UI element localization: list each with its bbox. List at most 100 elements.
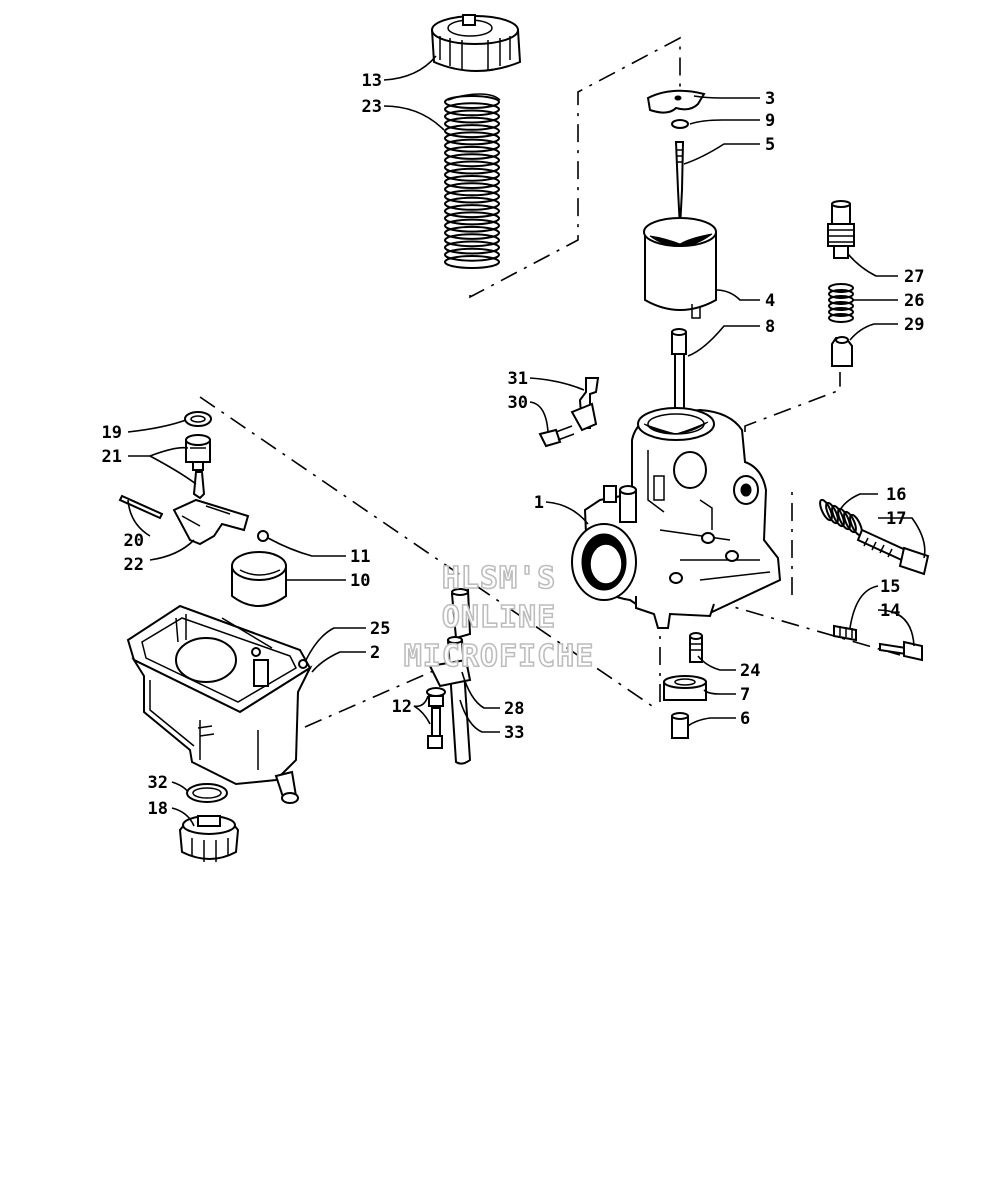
spring-coil [444,175,500,189]
gasket-ring-part [184,411,212,427]
spring-coil [444,196,500,211]
o-ring-part [186,783,228,803]
callout-9: 9 [765,111,775,131]
spring-coil [444,255,500,269]
callout-31: 31 [508,369,528,389]
spring-coil [444,182,500,197]
float-arm-part [172,498,250,546]
callout-25: 25 [370,619,390,639]
pilot-air-screw-part [879,640,923,662]
spring-coil [444,95,500,109]
spring-part [444,93,501,269]
spring-coil [444,124,500,139]
callout-17: 17 [886,509,906,529]
spring-coil [444,131,500,146]
callout-28: 28 [504,699,524,719]
float-pin-part [118,494,164,520]
spring-coil [444,218,500,233]
jet-needle-part [674,141,685,229]
pilot-screw-spring-part [833,624,857,642]
callout-14: 14 [880,601,900,621]
fitting-part [827,200,855,259]
callout-26: 26 [904,291,924,311]
callout-11: 11 [350,547,370,567]
callout-33: 33 [504,723,524,743]
spring-coil [828,313,854,323]
spring-coil [444,189,500,204]
callout-12: 12 [392,697,412,717]
screw-spring-part [819,498,863,537]
float-part [231,551,287,607]
callout-22: 22 [124,555,144,575]
e-clip-part [671,119,689,129]
callouts: 1 2 3 4 5 6 7 8 9 10 11 12 13 14 15 16 1… [102,71,925,819]
pilot-jet-part [689,632,703,663]
spring-coil [828,283,854,293]
callout-1: 1 [534,493,544,513]
spring-coil [444,167,500,182]
spring-coil [444,233,500,248]
callout-21: 21 [102,447,122,467]
callout-29: 29 [904,315,924,335]
watermark-line-2: ONLINE [442,600,556,635]
watermark: HLSM'S ONLINE MICROFICHE [403,560,595,675]
spring-coil [444,102,500,117]
callout-24: 24 [740,661,760,681]
spring-coil [444,225,500,240]
watermark-line-1: HLSM'S [442,561,556,596]
spring-coil [444,109,500,124]
spring-coil [444,138,500,153]
callout-27: 27 [904,267,924,287]
main-jet-part [671,712,689,739]
callout-20: 20 [124,531,144,551]
spring-coil [444,247,500,262]
hose-clamp-part [428,658,472,688]
callout-10: 10 [350,571,370,591]
spring-coil [828,307,854,317]
float-ball-part [257,530,269,542]
vent-hose-part [450,588,472,640]
needle-valve-part [185,434,211,500]
spring-coil [444,160,500,175]
spring-coil [444,211,500,226]
spring-coil [828,301,854,311]
needle-retainer-part [646,89,706,114]
callout-6: 6 [740,709,750,729]
callout-32: 32 [148,773,168,793]
spring-coil [444,204,500,219]
drain-plug-part [178,815,240,862]
callout-4: 4 [765,291,775,311]
throttle-stop-screw-part [856,528,930,576]
callout-30: 30 [508,393,528,413]
throttle-slide-part [643,217,717,319]
small-spring-part [828,283,854,323]
leader-lines [127,55,926,827]
callout-8: 8 [765,317,775,337]
carburetor-body-part [571,407,782,629]
spring-coil [444,153,500,168]
plunger-part [831,336,853,367]
callout-13: 13 [362,71,382,91]
callout-18: 18 [148,799,168,819]
cable-adjuster-bracket-part [570,377,600,432]
callout-2: 2 [370,643,380,663]
callout-16: 16 [886,485,906,505]
float-bowl-part [126,604,313,804]
callout-23: 23 [362,97,382,117]
top-cap-part [430,14,522,72]
bowl-screw-part [426,687,446,749]
spring-coil [444,145,500,160]
callout-19: 19 [102,423,122,443]
spring-coil [444,116,500,131]
callout-7: 7 [740,685,750,705]
callout-3: 3 [765,89,775,109]
main-jet-holder-part [663,675,707,701]
bracket-screw-part [538,425,575,448]
callout-15: 15 [880,577,900,597]
needle-jet-part [671,328,687,411]
spring-coil [444,240,500,255]
callout-5: 5 [765,135,775,155]
watermark-line-3: MICROFICHE [404,639,595,674]
spring-coil [828,289,854,299]
